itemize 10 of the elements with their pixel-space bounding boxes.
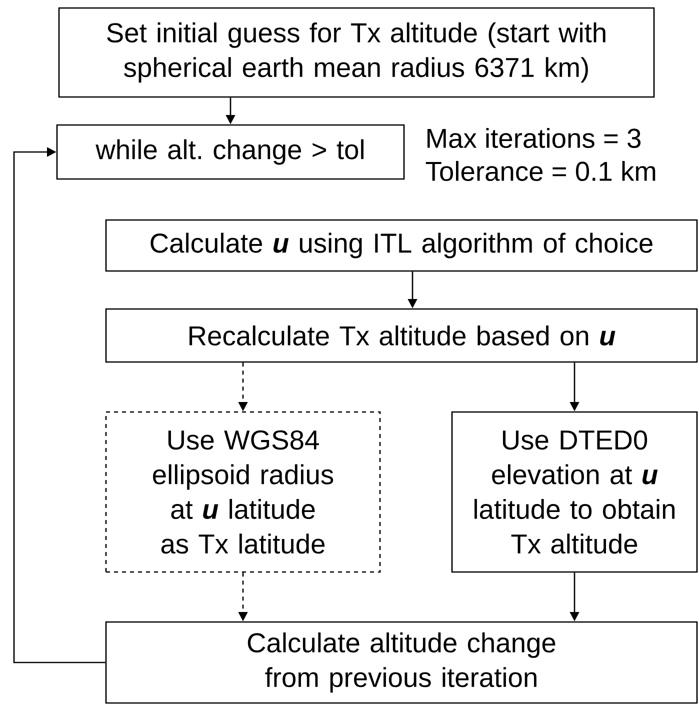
note-text: Max iterations = 3: [428, 128, 641, 148]
process-box: Recalculate Tx altitude based on u: [105, 308, 698, 363]
process-box: Set initial guess for Tx altitude (start with spherical earth mean radius 6371 km): [58, 7, 655, 98]
process-box: Use DTED0 elevation at u latitude to obtain Tx altitude: [451, 411, 698, 573]
note-text: Tolerance = 0.1 km: [426, 160, 656, 182]
loop-arrow: [13, 147, 106, 664]
process-box: Calculate altitude change from previous iteration: [105, 621, 698, 704]
loop-box: while alt. change > tol: [56, 124, 405, 180]
option-box: Use WGS84 ellipsoid radius at u latitude as Tx latitude: [105, 411, 381, 573]
process-box: Calculate u using ITL algorithm of choice: [105, 219, 698, 272]
